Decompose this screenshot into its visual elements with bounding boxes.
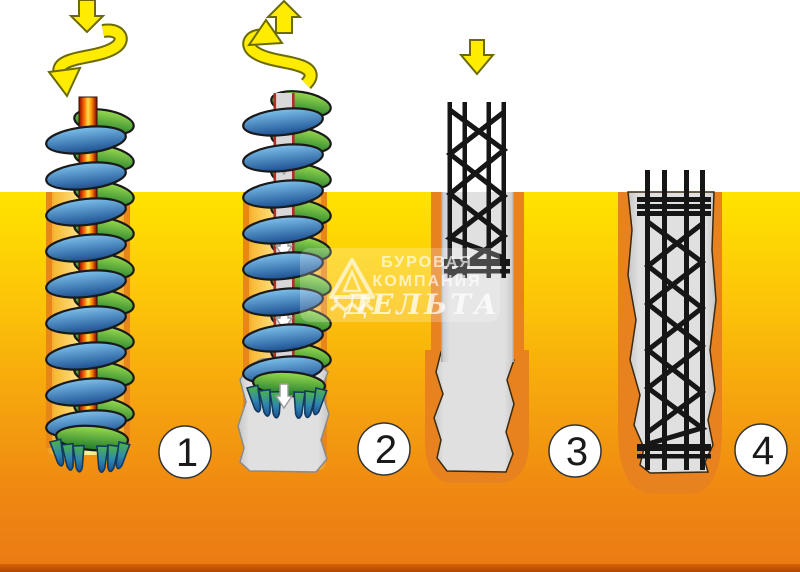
- concrete-column-3-left-line: [441, 192, 443, 362]
- stage-4-badge: [734, 423, 788, 477]
- watermark-brand: ДЕЛЬТА: [342, 288, 500, 321]
- stage-2-concrete-pumping: [237, 0, 334, 473]
- stage-1-number: 1: [176, 431, 198, 475]
- down-arrow-icon-3: [458, 39, 496, 76]
- rebar-cage-3: [444, 102, 510, 279]
- stage-2-badge: [357, 422, 411, 476]
- watermark-line2: КОМПАНИЯ: [372, 273, 481, 290]
- auger-2-stem-right-edge: [292, 93, 295, 395]
- borehole-2-left-edge: [243, 192, 249, 462]
- stage-3-badge: [548, 424, 602, 478]
- borehole-1-right-edge: [124, 192, 130, 448]
- stage-4-finished-pile: [618, 170, 722, 494]
- up-arrow-icon: [265, 0, 303, 34]
- ground-bottom-strip: [0, 564, 800, 572]
- rotation-arrow-icon-2: [242, 18, 318, 89]
- auger-2: [240, 86, 334, 420]
- stage-1-badge: [158, 425, 212, 479]
- company-watermark: БУРОВАЯ КОМПАНИЯ ДЕЛЬТА: [300, 248, 500, 322]
- stage-2-number: 2: [375, 428, 397, 472]
- stage-1-drilling: [43, 0, 137, 474]
- rebar-cage-4: [637, 170, 711, 470]
- borehole-3-right-edge: [514, 192, 524, 358]
- rotation-arrow-icon-1: [47, 23, 128, 98]
- concrete-column-3-lower: [433, 351, 515, 473]
- down-arrow-icon-1: [68, 0, 106, 34]
- watermark-line1: БУРОВАЯ: [381, 254, 473, 271]
- stage-3-number: 3: [566, 430, 588, 474]
- concrete-column-3-right-line: [512, 192, 514, 362]
- stage-3-cage-insertion: [425, 39, 529, 483]
- auger-1: [43, 96, 137, 474]
- borehole-3-left-edge: [431, 192, 441, 358]
- stage-number-badges: 1 2 3 4: [158, 422, 788, 479]
- delta-logo-icon: [329, 258, 375, 313]
- stage-4-number: 4: [752, 429, 774, 473]
